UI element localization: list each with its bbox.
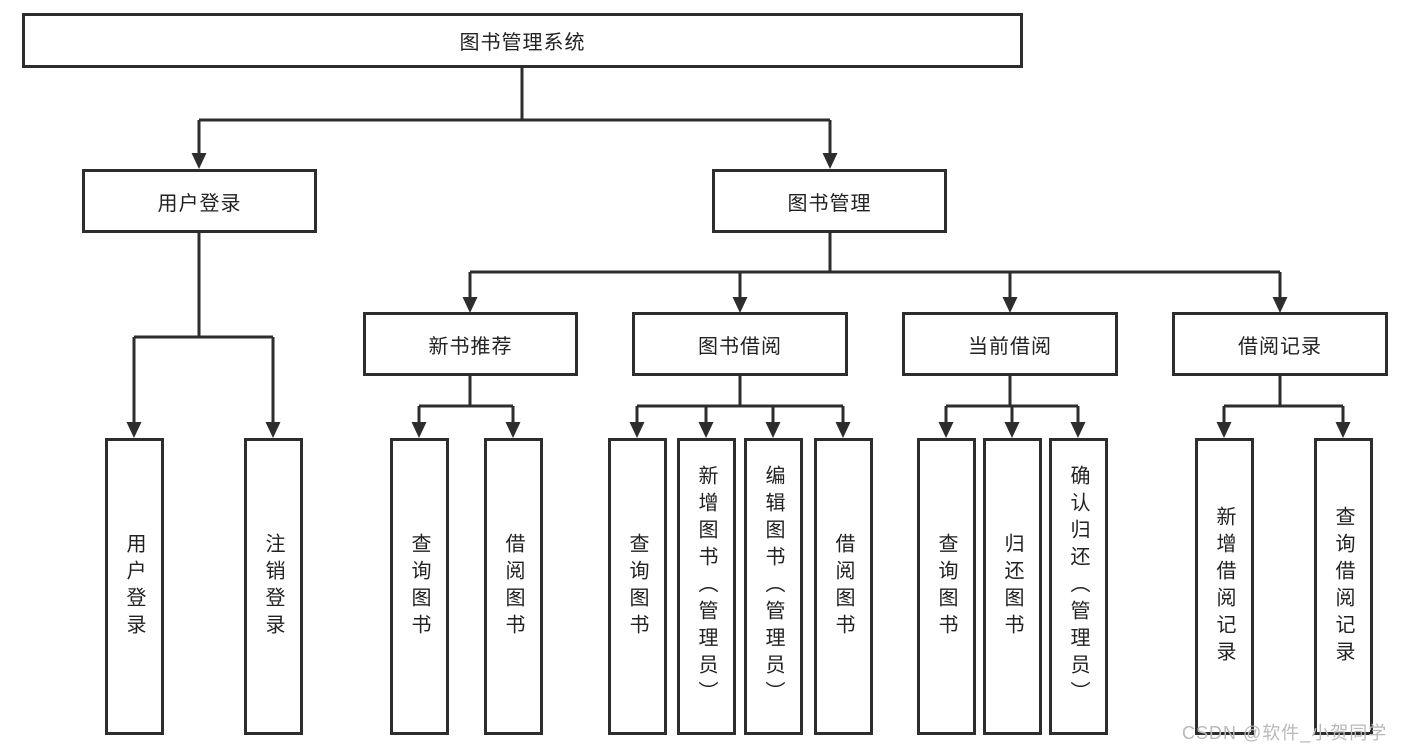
- leaf-return-book: 归还图书: [983, 438, 1042, 735]
- node-borrowing-records: 借阅记录: [1172, 312, 1388, 376]
- leaf-borrow-books-recommend: 借阅图书: [484, 438, 543, 735]
- node-new-book-recommend: 新书推荐: [363, 312, 578, 376]
- csdn-watermark: CSDN @软件_小贺同学: [1182, 723, 1388, 743]
- leaf-query-borrow-record: 查询借阅记录: [1314, 438, 1373, 735]
- leaf-logout: 注销登录: [244, 438, 303, 735]
- leaf-add-book-admin: 新增图书（管理员）: [677, 438, 736, 735]
- node-user-login: 用户登录: [82, 169, 317, 233]
- leaf-add-borrow-record: 新增借阅记录: [1195, 438, 1254, 735]
- leaf-edit-book-admin: 编辑图书（管理员）: [744, 438, 803, 735]
- node-current-borrowing: 当前借阅: [902, 312, 1118, 376]
- node-library-system-root: 图书管理系统: [22, 13, 1023, 68]
- leaf-confirm-return-admin: 确认归还（管理员）: [1049, 438, 1108, 735]
- node-book-borrowing: 图书借阅: [632, 312, 848, 376]
- leaf-user-login: 用户登录: [105, 438, 164, 735]
- leaf-query-books-recommend: 查询图书: [390, 438, 449, 735]
- node-book-management: 图书管理: [712, 169, 947, 233]
- leaf-query-books-current: 查询图书: [917, 438, 976, 735]
- leaf-borrow-books: 借阅图书: [814, 438, 873, 735]
- leaf-query-books-borrowing: 查询图书: [608, 438, 667, 735]
